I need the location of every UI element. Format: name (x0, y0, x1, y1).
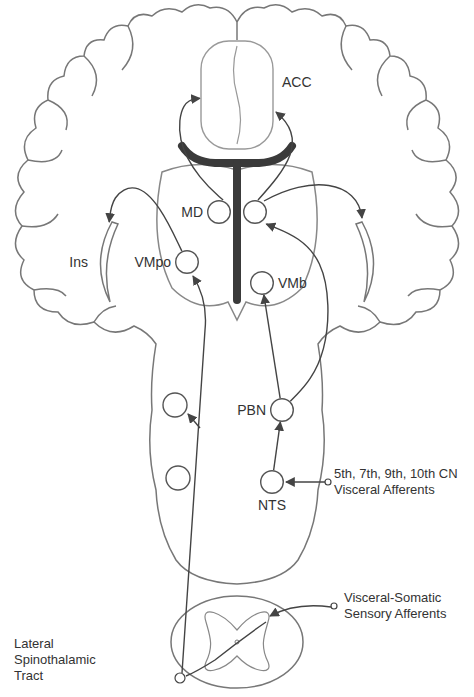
annotation-label: 5th, 7th, 9th, 10th CN Visceral Afferent… (334, 466, 470, 498)
insula-right (356, 222, 374, 302)
brain-region: MD (207, 200, 267, 224)
spinothalamic-tract (175, 673, 185, 683)
afferent-fiber (286, 481, 325, 482)
node-label: NTS (258, 497, 286, 513)
nucleus-circle: PBN (270, 398, 294, 422)
node-label: VMb (278, 275, 307, 291)
projection-arrow (264, 185, 362, 218)
cingulate-outline (201, 41, 273, 149)
brain-region: Ins (92, 222, 118, 302)
node-shape (92, 222, 118, 302)
brainstem-nucleus (163, 393, 187, 417)
connector (109, 188, 182, 251)
node-shape (260, 470, 284, 494)
spinothalamic-fiber (182, 276, 206, 673)
sulcus (34, 289, 66, 296)
afferent-ganglion (331, 603, 337, 609)
nucleus-outline (244, 201, 267, 224)
insula-outline (100, 222, 118, 302)
sulcus (122, 26, 133, 70)
brain-region: ACC (200, 40, 274, 150)
sulcus (48, 100, 67, 130)
connector (274, 422, 281, 470)
connector (264, 295, 280, 398)
nucleus-outline (176, 251, 199, 274)
longitudinal-fissure (236, 22, 238, 40)
node-label: MD (181, 204, 203, 220)
node-label: PBN (237, 402, 266, 418)
nucleus-circle: NTS (260, 470, 284, 494)
crossing-fiber (186, 622, 266, 676)
node-shape (175, 250, 199, 274)
afferent-fiber (270, 606, 331, 616)
ventricle-stem (233, 163, 241, 300)
nucleus-circle: VMb (250, 271, 274, 295)
node-shape (207, 200, 267, 224)
nucleus-outline (208, 201, 231, 224)
node-label: Ins (69, 254, 88, 270)
connector (266, 224, 328, 401)
node-shape (270, 398, 294, 422)
afferent-ganglion (325, 479, 331, 485)
sulcus (22, 214, 58, 227)
node-label: VMpo (134, 254, 171, 270)
collateral-arrow (188, 414, 200, 428)
sulcus (28, 150, 62, 162)
annotation-label: Lateral Spinothalamic Tract (14, 636, 114, 684)
nucleus-outline (271, 399, 294, 422)
cingulate-midline (234, 46, 241, 144)
node-label: ACC (282, 74, 312, 90)
nucleus-outline (261, 471, 284, 494)
node-shape (250, 271, 274, 295)
node-shape (200, 40, 274, 150)
sulcus (84, 56, 97, 96)
nucleus-circle: VMpo (175, 250, 199, 274)
grey-matter (205, 612, 269, 671)
sulcus (94, 306, 116, 322)
nucleus-outline (251, 272, 274, 295)
annotation-label: Visceral-Somatic Sensory Afferents (344, 590, 469, 622)
brainstem-nucleus (166, 466, 190, 490)
